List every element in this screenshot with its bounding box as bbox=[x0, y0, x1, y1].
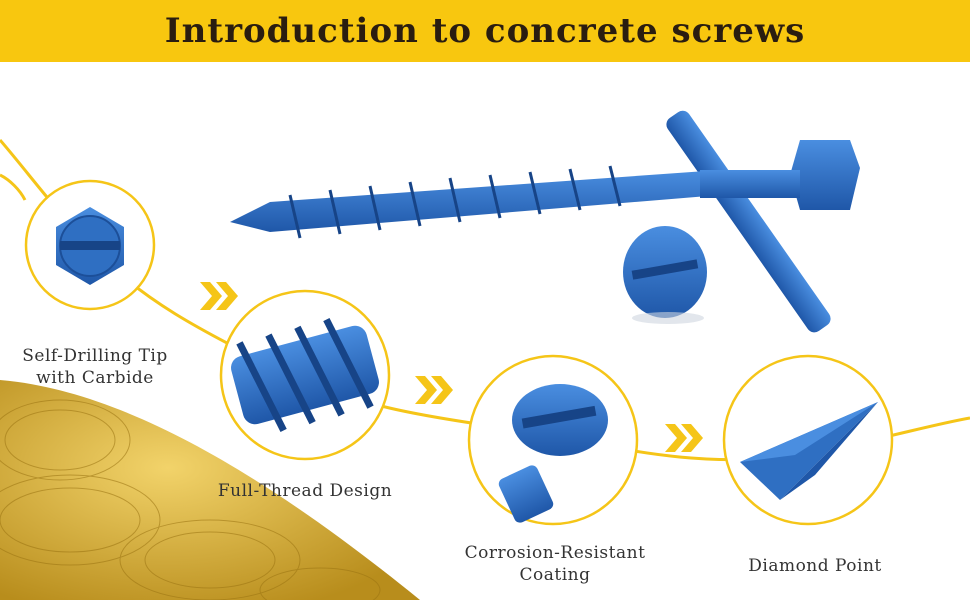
feature-circle-point bbox=[722, 354, 894, 526]
feature-circle-thread bbox=[219, 289, 391, 461]
feature-circle-tip bbox=[24, 179, 156, 311]
label-corrosion-resistant: Corrosion-Resistant Coating bbox=[464, 543, 646, 585]
label-self-drilling-tip: Self-Drilling Tip with Carbide bbox=[22, 346, 168, 388]
label-diamond-point: Diamond Point bbox=[748, 556, 882, 576]
main-screw-image bbox=[230, 110, 860, 333]
chevron-right-icon bbox=[665, 424, 703, 452]
label-full-thread: Full-Thread Design bbox=[217, 481, 393, 501]
feature-circle-coating bbox=[467, 354, 639, 526]
page-title: Introduction to concrete screws bbox=[164, 11, 806, 51]
title-banner: Introduction to concrete screws bbox=[0, 0, 970, 62]
chevron-icons bbox=[200, 282, 703, 452]
chevron-right-icon bbox=[200, 282, 238, 310]
wire-coil-background bbox=[0, 380, 420, 600]
chevron-right-icon bbox=[415, 376, 453, 404]
